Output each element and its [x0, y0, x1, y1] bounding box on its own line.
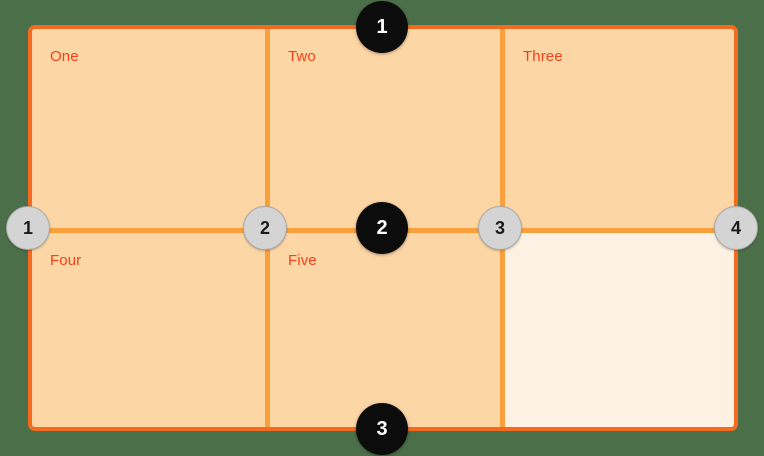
grid-cell-six[interactable] — [505, 233, 734, 427]
marker-badge-label: 1 — [376, 16, 388, 38]
marker-badge-label: 2 — [376, 217, 388, 239]
column-handle-label: 4 — [730, 218, 741, 238]
column-handle-3[interactable]: 3 — [478, 206, 522, 250]
grid-cell-two[interactable]: Two — [270, 29, 500, 228]
marker-badge-bottom[interactable]: 3 — [356, 403, 408, 455]
grid-cell-one[interactable]: One — [32, 29, 265, 228]
grid-cell-label: Two — [288, 48, 316, 65]
marker-badge-center[interactable]: 2 — [356, 202, 408, 254]
column-handle-label: 2 — [259, 218, 270, 238]
grid-cell-label: Three — [523, 48, 563, 65]
grid-cell-label: Five — [288, 252, 317, 269]
marker-badge-top[interactable]: 1 — [356, 1, 408, 53]
column-handle-1[interactable]: 1 — [6, 206, 50, 250]
column-handle-label: 3 — [494, 218, 505, 238]
grid-frame: One Two Three Four Five — [28, 25, 738, 431]
grid-cell-four[interactable]: Four — [32, 233, 265, 427]
grid-cell-label: Four — [50, 252, 82, 269]
grid-cell-label: One — [50, 48, 79, 65]
grid-cell-five[interactable]: Five — [270, 233, 500, 427]
column-handle-4[interactable]: 4 — [714, 206, 758, 250]
column-handle-label: 1 — [22, 218, 33, 238]
marker-badge-label: 3 — [376, 418, 388, 440]
column-handle-2[interactable]: 2 — [243, 206, 287, 250]
grid-cell-three[interactable]: Three — [505, 29, 734, 228]
